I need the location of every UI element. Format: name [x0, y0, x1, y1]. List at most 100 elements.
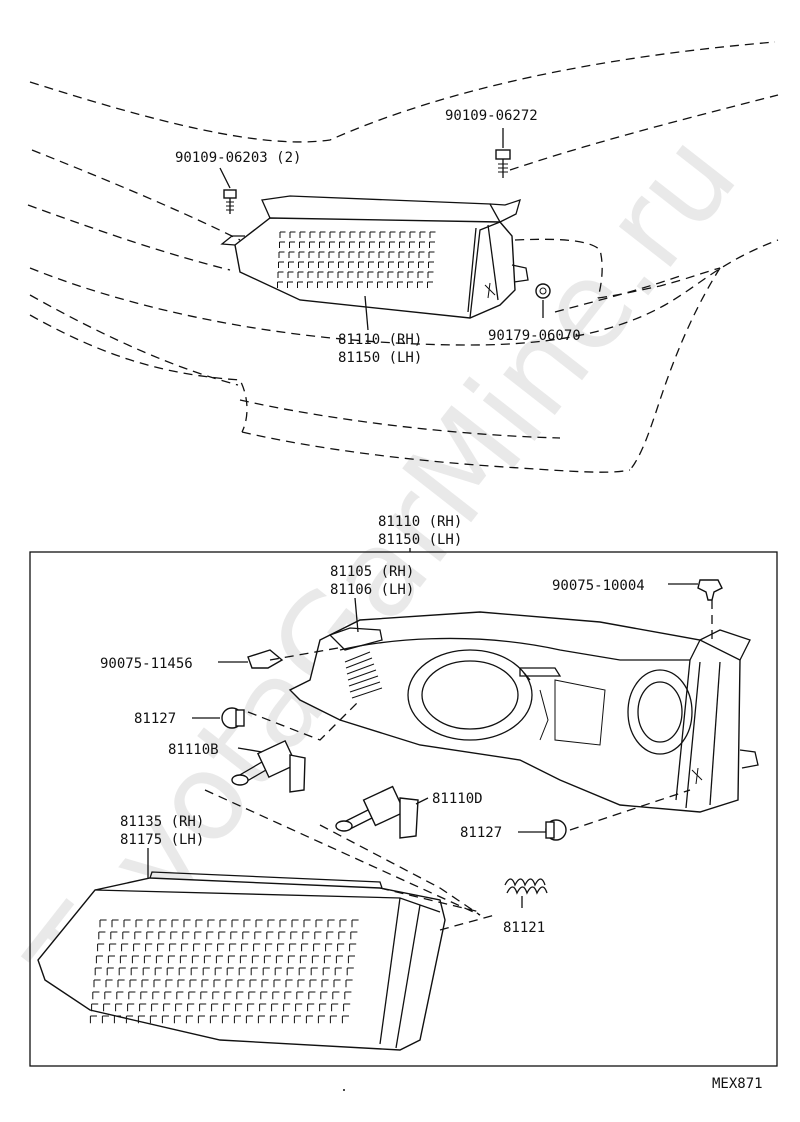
- label-lens-rh: 81135 (RH): [120, 814, 204, 830]
- lens-grid-cell: [407, 271, 414, 278]
- lens-grid-cell: [164, 991, 172, 1000]
- lens-grid-cell: [103, 1003, 111, 1012]
- lens-grid-cell: [213, 979, 221, 988]
- lens-grid-cell: [319, 1003, 327, 1012]
- label-clip-top: 90075-10004: [552, 578, 645, 594]
- lens-grid-cell: [278, 931, 286, 940]
- lens-grid-cell: [125, 1015, 133, 1024]
- lens-grid-cell: [313, 943, 321, 952]
- lens-grid-cell: [131, 955, 139, 964]
- socket-icon-upper: [221, 707, 245, 729]
- lens-grid-cell: [139, 1003, 147, 1012]
- lens-grid-cell: [398, 261, 404, 268]
- lens-grid-cell: [344, 991, 352, 1000]
- lens-grid-cell: [243, 919, 251, 928]
- lens-grid-cell: [167, 955, 175, 964]
- lens-grid-cell: [419, 241, 425, 248]
- lens-grid-cell: [248, 991, 256, 1000]
- lens-grid-cell: [327, 271, 334, 278]
- lens-grid-cell: [241, 943, 249, 952]
- lens-grid-cell: [166, 967, 174, 976]
- lens-grid-cell: [134, 931, 142, 940]
- lens-grid-cell: [299, 241, 305, 248]
- lens-grid-cell: [187, 1003, 195, 1012]
- lens-grid-cell: [239, 955, 247, 964]
- lens-grid-cell: [260, 991, 268, 1000]
- lens-grid-cell: [133, 943, 141, 952]
- lens-grid-cell: [332, 991, 340, 1000]
- lens-grid-cell: [205, 943, 213, 952]
- lens-grid-cell: [263, 955, 271, 964]
- lens-grid-cell: [317, 1015, 325, 1024]
- lens-grid-cell: [334, 967, 342, 976]
- lens-grid-cell: [408, 261, 414, 268]
- lens-grid-cell: [218, 931, 226, 940]
- lens-grid-cell: [109, 943, 117, 952]
- label-socket-lower: 81127: [460, 825, 502, 841]
- lens-grid-cell: [142, 967, 150, 976]
- lens-grid-cell: [143, 955, 151, 964]
- lens-grid-cell: [295, 1003, 303, 1012]
- label-housing-lh: 81106 (LH): [330, 582, 414, 598]
- lens-grid-cell: [165, 979, 173, 988]
- lens-grid-cell: [261, 979, 269, 988]
- lens-grid-cell: [283, 1003, 291, 1012]
- lens-grid-cell: [345, 979, 353, 988]
- lens-grid-cell: [377, 281, 383, 288]
- label-headlamp-rh-top: 81110 (RH): [338, 332, 422, 348]
- lens-grid-cell: [194, 931, 202, 940]
- lens-grid-cell: [409, 241, 415, 248]
- lens-grid-cell: [115, 1003, 123, 1012]
- spring-icon: [504, 878, 548, 895]
- lens-grid-cell: [288, 251, 295, 258]
- lens-grid-cell: [299, 231, 306, 238]
- lens-grid-cell: [158, 931, 166, 940]
- lens-grid-cell: [417, 281, 423, 288]
- lens-grid-cell: [92, 991, 100, 1000]
- lens-grid-cell: [277, 281, 283, 288]
- lens-grid-cell: [247, 1003, 255, 1012]
- lens-grid-cell: [169, 943, 177, 952]
- lens-grid-cell: [93, 979, 101, 988]
- lens-grid-cell: [253, 943, 261, 952]
- lens-grid-exploded: [89, 919, 359, 1024]
- lens-grid-cell: [266, 931, 274, 940]
- lens-grid-cell: [321, 979, 329, 988]
- label-lens-lh: 81175 (LH): [120, 832, 204, 848]
- lens-grid-cell: [195, 919, 203, 928]
- lens-grid-cell: [119, 955, 127, 964]
- lens-grid-cell: [137, 1015, 145, 1024]
- lens-grid-cell: [193, 943, 201, 952]
- lens-grid-cell: [331, 1003, 339, 1012]
- lens-grid-cell: [428, 251, 435, 258]
- lens-grid-cell: [399, 231, 406, 238]
- lens-grid-cell: [267, 919, 275, 928]
- lens-grid-cell: [106, 967, 114, 976]
- lens-grid-cell: [211, 1003, 219, 1012]
- lens-grid-cell: [182, 931, 190, 940]
- lens-grid-cell: [323, 955, 331, 964]
- lens-grid-cell: [161, 1015, 169, 1024]
- lens-grid-cell: [301, 943, 309, 952]
- label-bolt-pair: 90109-06203 (2): [175, 150, 301, 166]
- lens-grid-cell: [113, 1015, 121, 1024]
- lens-grid-cell: [188, 991, 196, 1000]
- lens-grid-cell: [279, 241, 285, 248]
- lens-grid-cell: [407, 281, 413, 288]
- lens-grid-cell: [286, 967, 294, 976]
- lens-grid-cell: [173, 1015, 181, 1024]
- lens-grid-cell: [110, 931, 118, 940]
- lens-grid-cell: [105, 979, 113, 988]
- lens-grid-cell: [328, 251, 335, 258]
- bolt-icon-right: [495, 149, 511, 178]
- label-nut: 90179-06070: [488, 328, 581, 344]
- headlamp-housing: [288, 611, 759, 813]
- lens-grid-cell: [398, 251, 405, 258]
- lens-grid-cell: [212, 991, 220, 1000]
- lens-grid-cell: [177, 979, 185, 988]
- lens-grid-cell: [369, 241, 375, 248]
- lens-grid-cell: [298, 251, 305, 258]
- lens-grid-cell: [104, 991, 112, 1000]
- lens-grid-cell: [337, 943, 345, 952]
